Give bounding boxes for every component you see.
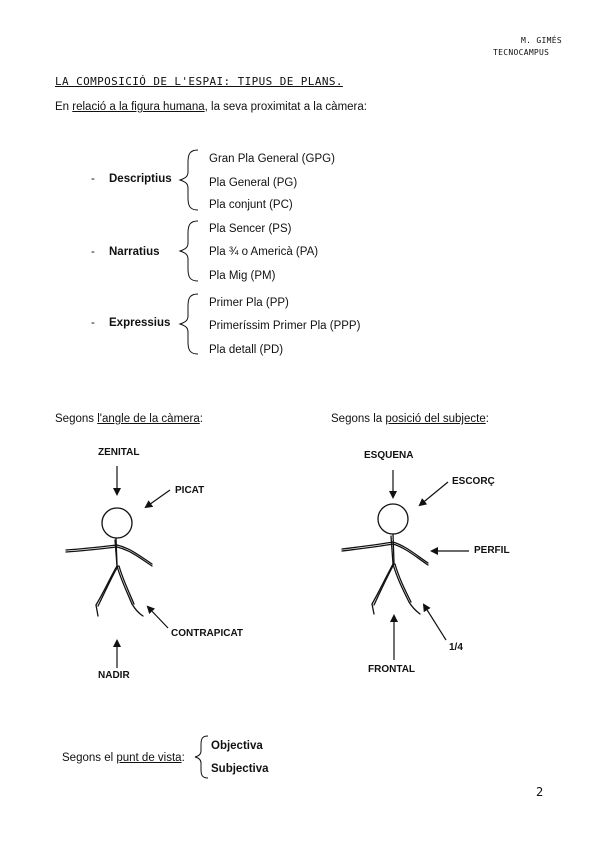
label-perfil: PERFIL	[474, 545, 510, 556]
viewpoint-suffix: :	[181, 752, 185, 764]
group-dash-expressius: -	[91, 317, 95, 329]
intro-link: relació a la figura humana	[72, 101, 205, 113]
shot-item: Pla Mig (PM)	[209, 270, 276, 282]
angle-suffix: :	[199, 413, 203, 425]
group-name-expressius: Expressius	[109, 317, 171, 329]
group-dash-narratius: -	[91, 246, 95, 258]
shot-item: Primeríssim Primer Pla (PPP)	[209, 320, 361, 332]
stick-figure-icon	[341, 503, 429, 615]
curly-brace-icon	[194, 735, 209, 779]
position-link: posició del subjecte	[385, 413, 486, 425]
position-prefix: Segons la	[331, 413, 383, 425]
group-dash-descriptius: -	[91, 173, 95, 185]
position-suffix: :	[485, 413, 489, 425]
shot-item: Pla detall (PD)	[209, 344, 284, 356]
shot-item: Pla General (PG)	[209, 177, 298, 189]
stick-figure-icon	[65, 507, 153, 617]
viewpoint-option: Objectiva	[211, 740, 263, 752]
shot-item: Gran Pla General (GPG)	[209, 153, 335, 165]
institution-name: TECNOCAMPUS	[493, 48, 550, 57]
curly-brace-icon	[178, 293, 199, 355]
angle-link: l'angle de la càmera	[97, 413, 200, 425]
curly-brace-icon	[178, 149, 199, 211]
page-number: 2	[536, 785, 544, 799]
arrow-icon	[422, 603, 447, 641]
arrow-icon	[146, 605, 169, 629]
viewpoint-option: Subjectiva	[211, 763, 269, 775]
page-title: LA COMPOSICIÓ DE L'ESPAI: TIPUS DE PLANS…	[55, 75, 343, 88]
shot-item: Primer Pla (PP)	[209, 297, 289, 309]
position-heading: Segons la posició del subjecte:	[331, 413, 489, 425]
label-zenital: ZENITAL	[98, 447, 140, 458]
label-contrapicat: CONTRAPICAT	[171, 628, 244, 639]
intro-line: En relació a la figura humana, la seva p…	[55, 101, 367, 113]
shot-item: Pla ¾ o Americà (PA)	[209, 246, 319, 258]
label-esquena: ESQUENA	[364, 450, 414, 461]
label-picat: PICAT	[175, 485, 205, 496]
angle-prefix: Segons	[55, 413, 95, 425]
label-frontal: FRONTAL	[368, 664, 416, 675]
arrow-icon	[144, 489, 171, 509]
label-nadir: NADIR	[98, 670, 130, 681]
arrow-icon	[418, 481, 449, 507]
curly-brace-icon	[178, 220, 199, 282]
label-escorc: ESCORÇ	[452, 476, 495, 487]
viewpoint-heading: Segons el punt de vista:	[62, 752, 185, 764]
author-name: M. GIMÉS	[521, 36, 562, 45]
shot-item: Pla conjunt (PC)	[209, 199, 293, 211]
intro-prefix: En	[55, 101, 70, 113]
viewpoint-link: punt de vista	[116, 752, 182, 764]
viewpoint-prefix: Segons el	[62, 752, 114, 764]
label-quarter: 1/4	[449, 642, 463, 653]
shot-item: Pla Sencer (PS)	[209, 223, 292, 235]
angle-heading: Segons l'angle de la càmera:	[55, 413, 203, 425]
group-name-narratius: Narratius	[109, 246, 160, 258]
group-name-descriptius: Descriptius	[109, 173, 172, 185]
intro-suffix: , la seva proximitat a la càmera:	[204, 101, 367, 113]
